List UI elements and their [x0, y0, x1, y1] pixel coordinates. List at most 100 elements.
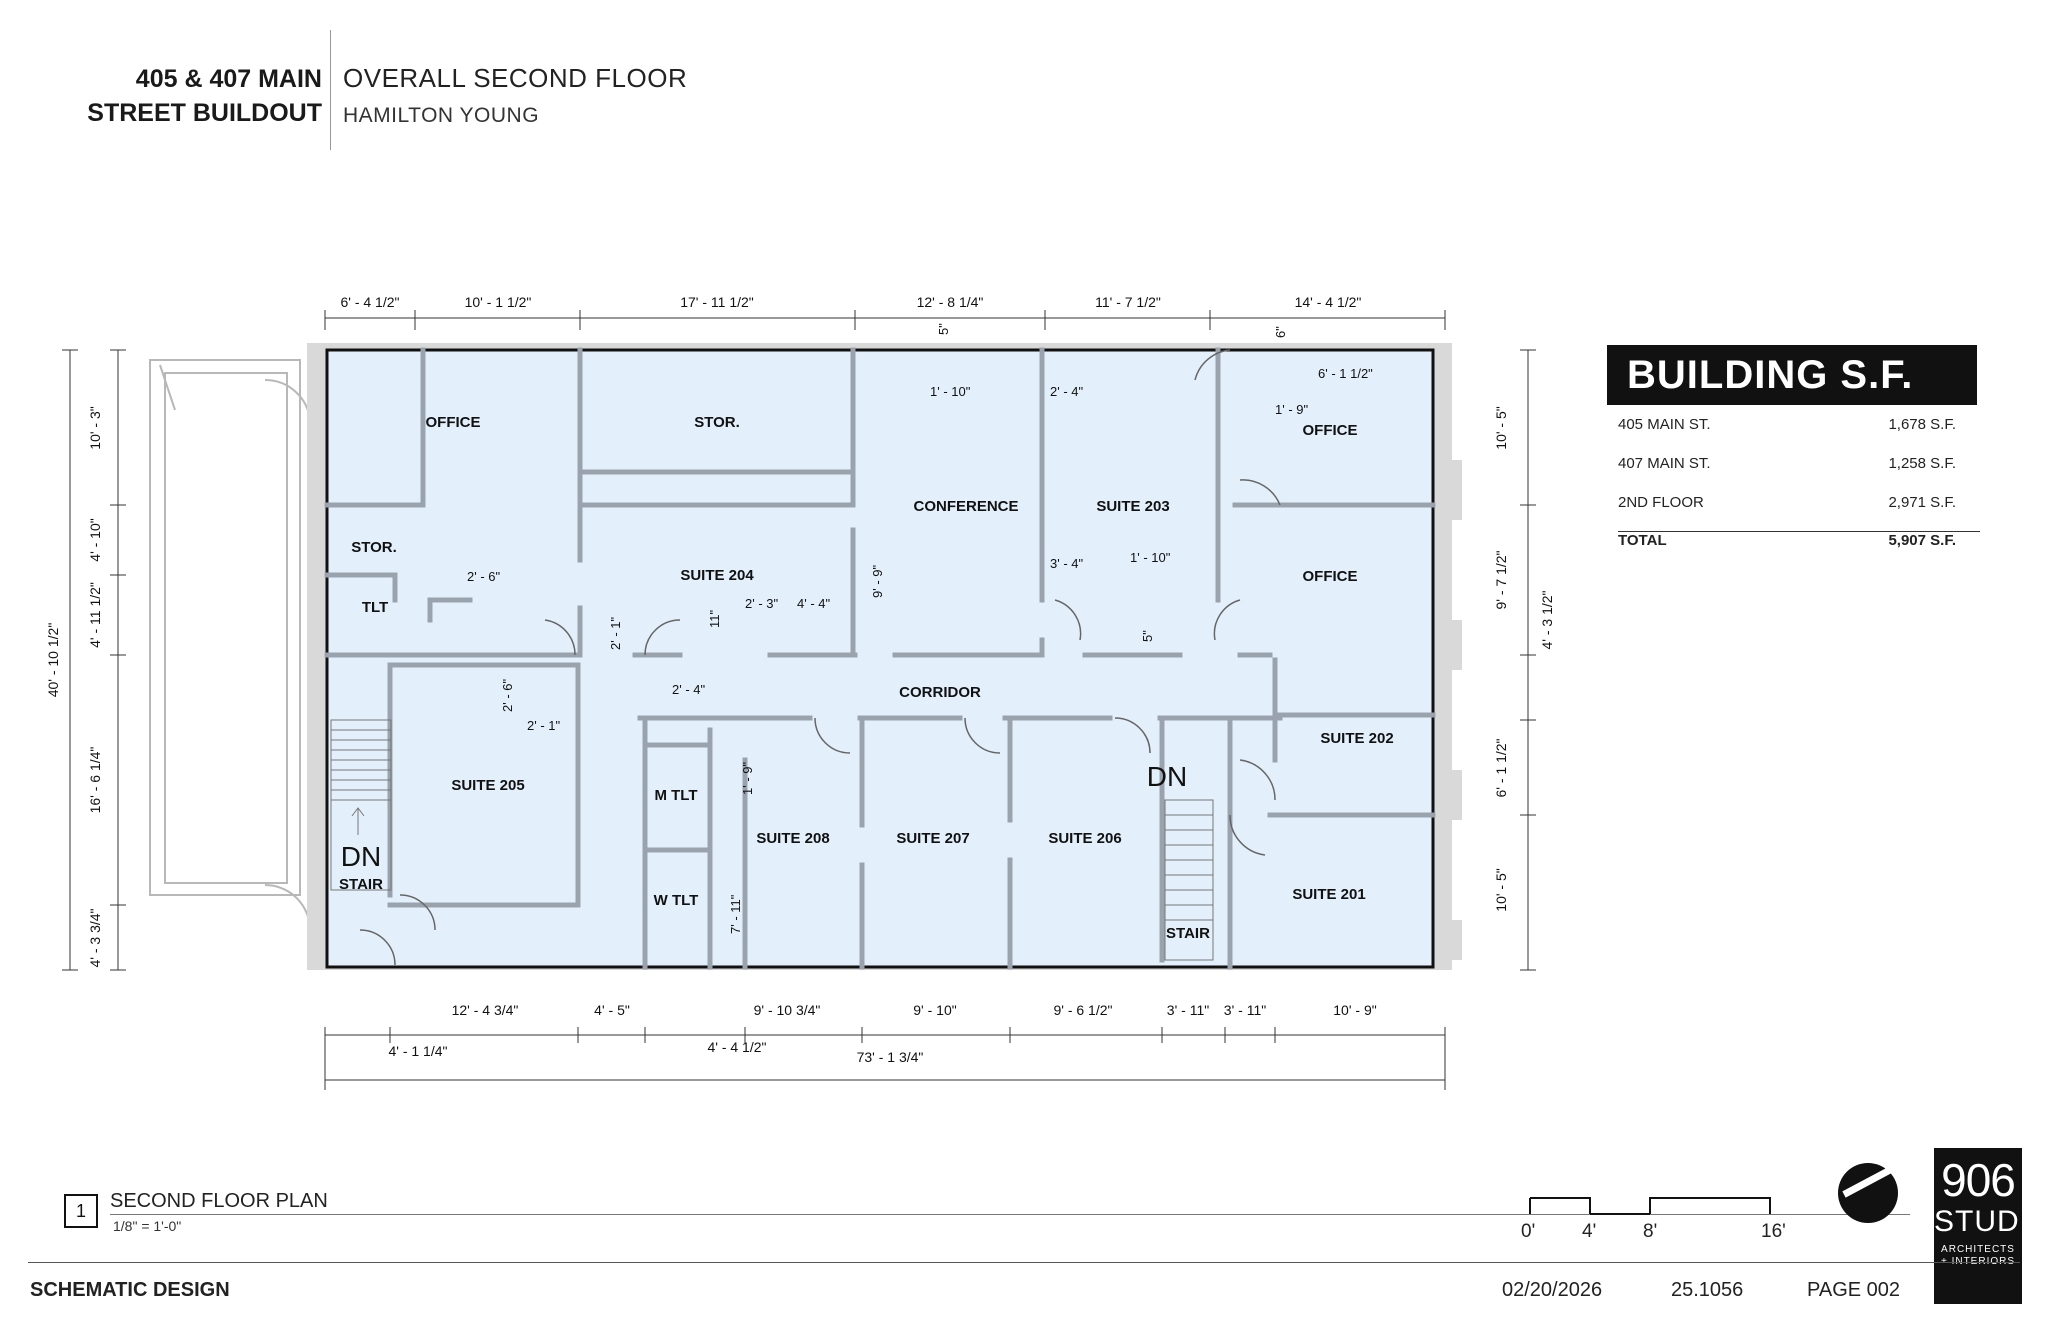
- dim-right-1: 10' - 5": [1493, 406, 1509, 449]
- dim-left-4: 16' - 6 1/4": [87, 747, 103, 814]
- project-name-line-1: 405 & 407 MAIN: [135, 65, 322, 93]
- logo-word: STUDIO: [1934, 1205, 2048, 1238]
- dim-right-2: 9' - 7 1/2": [1493, 550, 1509, 609]
- sf-row-label: 407 MAIN ST.: [1618, 455, 1711, 472]
- project-name: 405 & 407 MAIN STREET BUILDOUT: [60, 62, 322, 130]
- scale-label-16: 16': [1761, 1221, 1786, 1242]
- page-number: PAGE 002: [1807, 1279, 1901, 1301]
- door-swings: [359, 349, 1281, 966]
- dim-int-4: 6": [1273, 326, 1288, 338]
- dim-int-16: 2' - 6": [500, 679, 515, 712]
- dim-int-10: 4' - 4": [797, 596, 830, 611]
- adjacent-building: [149, 359, 311, 931]
- dim-int-15: 5": [1140, 630, 1155, 642]
- dim-top-2: 10' - 1 1/2": [465, 294, 532, 310]
- room-label-stair-w: STAIR: [339, 876, 383, 893]
- room-label-stor-w: STOR.: [351, 539, 397, 556]
- room-label-suite-201: SUITE 201: [1292, 886, 1365, 903]
- scale-label-8: 8': [1643, 1221, 1658, 1242]
- room-label-tlt: TLT: [362, 599, 388, 616]
- room-label-w-tlt: W TLT: [654, 892, 699, 909]
- dimension-lines: [62, 310, 1536, 1090]
- dim-int-7: 2' - 6": [467, 569, 500, 584]
- project-name-line-2: STREET BUILDOUT: [87, 99, 322, 127]
- room-label-stair-e: STAIR: [1166, 925, 1210, 942]
- room-label-suite-207: SUITE 207: [896, 830, 969, 847]
- room-label-office-e: OFFICE: [1303, 568, 1358, 585]
- room-label-suite-206: SUITE 206: [1048, 830, 1121, 847]
- scale-bar: [1529, 1197, 1771, 1215]
- sf-row-405: 405 MAIN ST. 1,678 S.F.: [1618, 416, 1978, 438]
- studio-logo: 906 STUDIO ARCHITECTS + INTERIORS: [1934, 1148, 2048, 1304]
- logo-tagline-1: ARCHITECTS: [1941, 1244, 2015, 1255]
- room-label-m-tlt: M TLT: [654, 787, 697, 804]
- floor-area: [325, 348, 1435, 969]
- room-label-conference: CONFERENCE: [913, 498, 1018, 515]
- room-label-suite-203: SUITE 203: [1096, 498, 1169, 515]
- sf-total-label: TOTAL: [1618, 532, 1667, 549]
- room-label-suite-204: SUITE 204: [680, 567, 754, 584]
- dim-right-5: 10' - 5": [1493, 868, 1509, 911]
- dim-bottom-7: 3' - 11": [1224, 1002, 1266, 1018]
- project-number: 25.1056: [1671, 1279, 1744, 1301]
- sheet-title: OVERALL SECOND FLOOR: [343, 63, 688, 93]
- sf-row-label: 405 MAIN ST.: [1618, 416, 1711, 433]
- sf-row-value: 1,678 S.F.: [1888, 416, 1956, 433]
- dim-int-6: 6' - 1 1/2": [1318, 366, 1373, 381]
- dim-int-19: 1' - 9": [740, 762, 755, 795]
- dim-int-1: 5": [936, 323, 951, 335]
- interior-walls: [324, 347, 1436, 970]
- sf-row-407: 407 MAIN ST. 1,258 S.F.: [1618, 455, 1978, 477]
- dim-int-3: 2' - 4": [1050, 384, 1083, 399]
- room-label-office-ne: OFFICE: [1303, 422, 1358, 439]
- stair-west-graphic: [330, 719, 392, 891]
- sf-total-value: 5,907 S.F.: [1888, 532, 1956, 549]
- dim-top-5: 11' - 7 1/2": [1095, 294, 1161, 310]
- stair-east-graphic: [1164, 799, 1214, 961]
- dim-bottom-2: 4' - 5": [594, 1002, 630, 1018]
- dim-int-20: 7' - 11": [728, 894, 743, 934]
- dim-bottom-sub-2: 4' - 4 1/2": [707, 1039, 766, 1055]
- dim-int-5: 1' - 9": [1275, 402, 1308, 417]
- dim-int-12: 9' - 9": [870, 565, 885, 598]
- scale-label-4: 4': [1582, 1221, 1597, 1242]
- dim-overall-width: 73' - 1 3/4": [857, 1049, 924, 1065]
- dim-left-5: 4' - 3 3/4": [87, 908, 103, 967]
- sf-row-label: 2ND FLOOR: [1618, 494, 1704, 511]
- dim-right-4: 6' - 1 1/2": [1493, 738, 1509, 797]
- dim-bottom-4: 9' - 10": [913, 1002, 956, 1018]
- dim-int-13: 3' - 4": [1050, 556, 1083, 571]
- issue-date: 02/20/2026: [1502, 1279, 1603, 1301]
- sf-row-total: TOTAL 5,907 S.F.: [1618, 532, 1978, 554]
- sf-row-value: 2,971 S.F.: [1888, 494, 1956, 511]
- dim-left-1: 10' - 3": [87, 406, 103, 449]
- sf-row-2nd-floor: 2ND FLOOR 2,971 S.F.: [1618, 494, 1978, 516]
- scale-label-0: 0': [1521, 1221, 1536, 1242]
- client-name: HAMILTON YOUNG: [343, 104, 540, 127]
- room-label-suite-202: SUITE 202: [1320, 730, 1393, 747]
- room-label-suite-205: SUITE 205: [451, 777, 524, 794]
- room-label-suite-208: SUITE 208: [756, 830, 829, 847]
- dim-bottom-1: 12' - 4 3/4": [452, 1002, 519, 1018]
- sf-row-value: 1,258 S.F.: [1888, 455, 1956, 472]
- phase-label: SCHEMATIC DESIGN: [30, 1279, 230, 1301]
- logo-tagline-2: + INTERIORS: [1934, 1256, 2022, 1268]
- dim-int-9: 2' - 3": [745, 596, 778, 611]
- dim-int-14: 1' - 10": [1130, 550, 1171, 565]
- dim-top-3: 17' - 11 1/2": [680, 294, 754, 310]
- dim-top-4: 12' - 8 1/4": [917, 294, 984, 310]
- room-label-stor-n: STOR.: [694, 414, 740, 431]
- dim-int-8: 2' - 1": [608, 617, 623, 650]
- title-divider: [330, 30, 331, 150]
- dim-bottom-5: 9' - 6 1/2": [1053, 1002, 1112, 1018]
- room-label-office-nw: OFFICE: [426, 414, 481, 431]
- footer-rule: [28, 1262, 2020, 1263]
- dim-top-1: 6' - 4 1/2": [340, 294, 399, 310]
- studio-mark-icon: [1838, 1163, 1898, 1223]
- view-number: 1: [64, 1194, 98, 1228]
- dim-left-2: 4' - 10": [87, 518, 103, 561]
- dim-bottom-8: 10' - 9": [1333, 1002, 1376, 1018]
- sf-total-rule: [1618, 531, 1980, 532]
- logo-number: 906: [1941, 1154, 2016, 1206]
